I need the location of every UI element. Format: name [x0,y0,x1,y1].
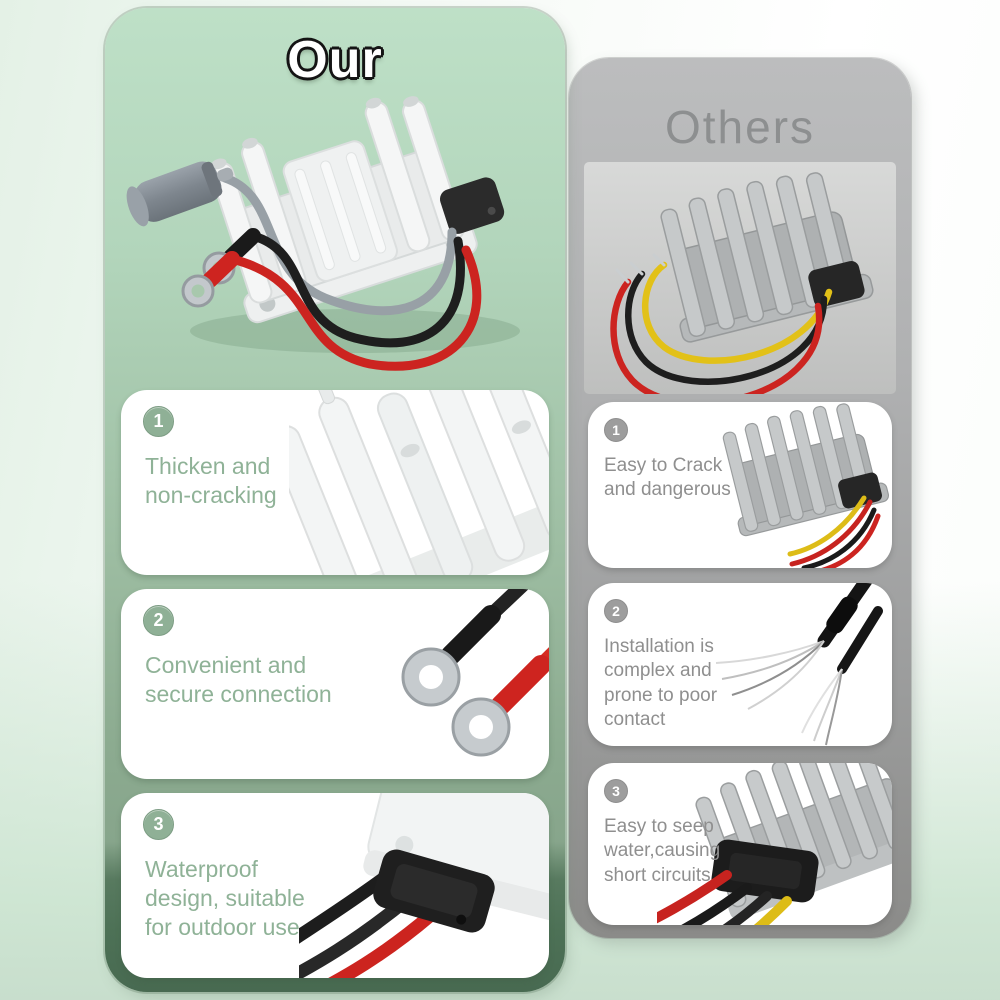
drawback-text: Installation is complex and prone to poo… [604,636,718,730]
feature-number-badge: 1 [143,406,174,437]
our-feature-card-3: 3 Waterproof design, suitable for outdoo… [121,793,549,978]
drawback-text: Easy to Crack and dangerous [604,455,731,501]
others-drawback-card-3: 3 Easy to seep water,causing short circu… [588,763,892,925]
feature-text: Convenient and secure connection [145,652,332,707]
drawback-text: Easy to seep water,causing short circuit… [604,816,721,886]
others-converter-body [660,172,874,343]
feature-number-badge: 3 [143,809,174,840]
drawback-number-badge: 1 [604,418,628,442]
black-wire [248,231,465,348]
ring-terminals-photo [401,589,549,757]
our-feature-card-2: 2 Convenient and secure connection [121,589,549,779]
black-wire [625,270,828,385]
our-product-photo [126,96,520,371]
red-wire [610,278,823,394]
our-panel: Our [105,8,565,992]
our-converter-body [209,96,505,324]
feature-text: Waterproof design, suitable for outdoor … [145,856,305,940]
feature-number-badge: 2 [143,605,174,636]
frayed-wires-photo [715,583,883,746]
heatsink-fins-photo [289,390,549,575]
our-feature-card-1: 1 Thicken and non-cracking [121,390,549,575]
red-wire [227,245,482,371]
others-converter-photo [722,403,890,568]
feature-text: Thicken and non-cracking [145,453,277,508]
others-connector [808,260,865,308]
others-product-photo [584,162,896,394]
waterproof-connector-photo [299,793,549,978]
others-title: Others [664,101,816,153]
others-drawback-card-2: 2 Installation is complex and prone to p… [588,583,892,746]
barrel-connector [126,161,234,227]
gray-wire [220,173,457,316]
others-drawback-card-1: 1 Easy to Crack and dangerous [588,402,892,568]
yellow-wire [641,261,833,364]
drawback-number-badge: 2 [604,599,628,623]
drawback-number-badge: 3 [604,779,628,803]
others-panel: Others [569,58,911,938]
leaky-converter-photo [657,763,892,925]
our-title: Our [287,31,383,89]
our-connector [439,177,505,234]
